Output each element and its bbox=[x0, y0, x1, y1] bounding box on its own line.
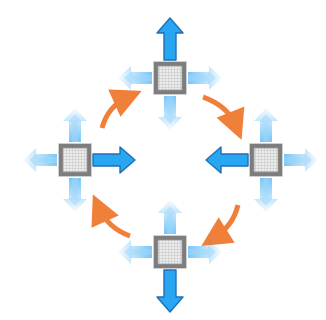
signal-arrow-top-up bbox=[156, 17, 184, 61]
node-right bbox=[205, 108, 318, 212]
faded-arrow-top-down bbox=[158, 96, 182, 130]
cycle-arrow-top-to-right bbox=[202, 94, 245, 140]
nodes-layer bbox=[23, 17, 318, 313]
faded-arrow-top-left bbox=[118, 66, 152, 90]
node-bottom bbox=[118, 200, 222, 313]
faded-arrow-left-up bbox=[63, 108, 87, 142]
faded-arrow-bottom-right bbox=[188, 240, 222, 264]
signal-arrow-left-right bbox=[92, 146, 136, 174]
node-top bbox=[118, 17, 222, 130]
faded-arrow-left-down bbox=[63, 178, 87, 212]
faded-arrow-right-down bbox=[254, 178, 278, 212]
node-left bbox=[23, 108, 136, 212]
cycle-arrow-bottom-to-left bbox=[91, 194, 131, 239]
grid-square-icon bbox=[153, 235, 187, 269]
signal-arrow-bottom-down bbox=[156, 269, 184, 313]
faded-arrow-right-right bbox=[284, 148, 318, 172]
grid-square-icon bbox=[249, 143, 283, 177]
grid-square-icon bbox=[153, 61, 187, 95]
cycle-arrow-left-to-top bbox=[99, 89, 142, 129]
faded-arrow-bottom-left bbox=[118, 240, 152, 264]
grid-square-icon bbox=[58, 143, 92, 177]
cycle-arrow-right-to-bottom bbox=[201, 204, 241, 247]
signal-arrow-right-left bbox=[205, 146, 249, 174]
faded-arrow-top-right bbox=[188, 66, 222, 90]
cycle-arrows bbox=[91, 89, 245, 247]
faded-arrow-bottom-up bbox=[158, 200, 182, 234]
faded-arrow-right-up bbox=[254, 108, 278, 142]
faded-arrow-left-left bbox=[23, 148, 57, 172]
